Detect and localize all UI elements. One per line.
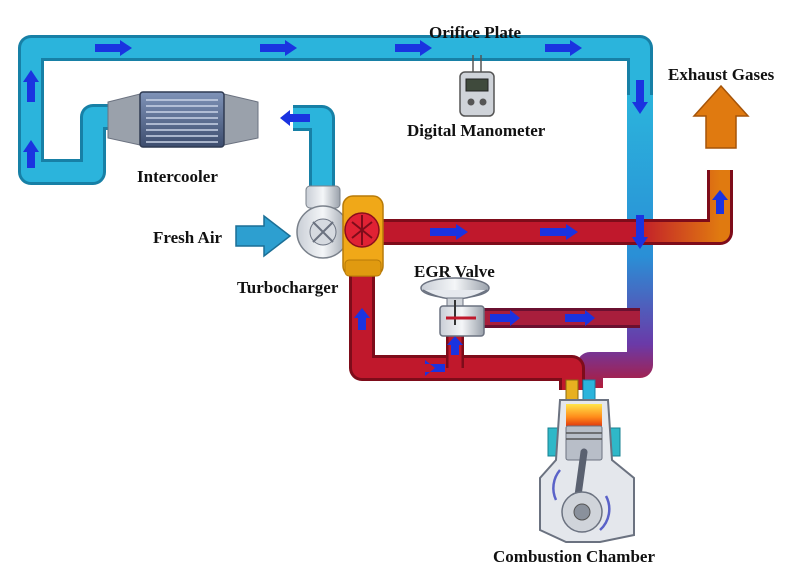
- egr-valve: [420, 277, 490, 337]
- fresh-air-label: Fresh Air: [153, 228, 223, 247]
- flow-arrow: [395, 40, 432, 56]
- turbocharger-label: Turbocharger: [237, 278, 339, 297]
- flow-arrow: [354, 308, 370, 330]
- flow-arrows: [23, 40, 728, 376]
- intercooler-label: Intercooler: [137, 167, 218, 186]
- flow-arrow: [632, 215, 648, 249]
- digital-manometer: [459, 55, 495, 117]
- fresh-air-arrow: [235, 214, 292, 258]
- flow-arrow: [565, 310, 595, 326]
- intercooler: [107, 91, 259, 148]
- flow-arrow: [540, 224, 578, 240]
- digital-manometer-label: Digital Manometer: [407, 121, 546, 140]
- exhaust-gases-label: Exhaust Gases: [668, 65, 775, 84]
- flow-arrow: [95, 40, 132, 56]
- turbocharger: [296, 185, 384, 277]
- flow-arrow: [23, 140, 39, 168]
- orifice-plate-label: Orifice Plate: [429, 23, 522, 42]
- combustion-chamber: [539, 379, 635, 543]
- flow-arrow: [23, 70, 39, 102]
- flow-arrow: [430, 224, 468, 240]
- flow-arrow: [632, 80, 648, 114]
- exhaust-outlet-arrow: [692, 84, 750, 149]
- egr-valve-label: EGR Valve: [414, 262, 495, 281]
- flow-arrow: [280, 110, 310, 126]
- flow-arrow: [260, 40, 297, 56]
- flow-arrow: [545, 40, 582, 56]
- flow-arrow: [447, 336, 463, 355]
- flow-arrow: [712, 190, 728, 214]
- flow-arrow: [490, 310, 520, 326]
- combustion-chamber-label: Combustion Chamber: [493, 547, 655, 566]
- flow-arrow: [425, 360, 445, 376]
